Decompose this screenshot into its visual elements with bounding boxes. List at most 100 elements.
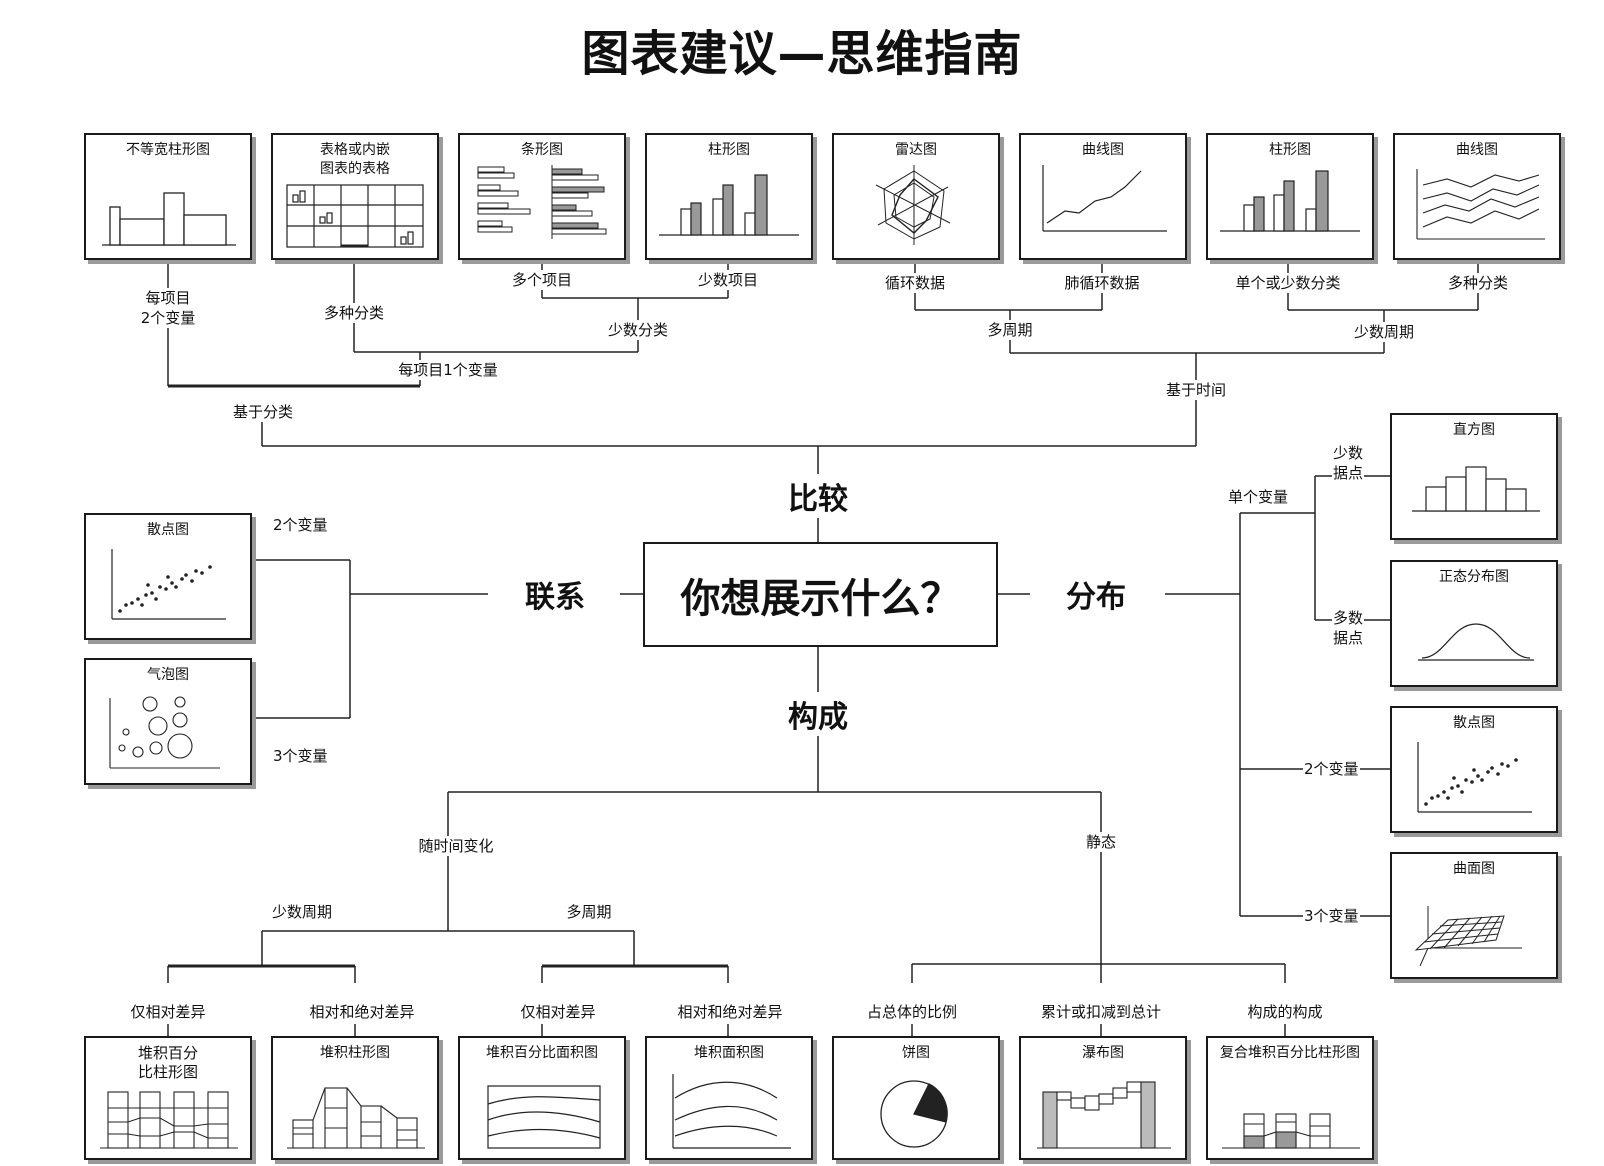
column-chart: 柱形图	[645, 133, 813, 260]
scatter-chart-icon	[1417, 742, 1532, 813]
scatter-dot	[1424, 802, 1428, 806]
label-multi-category: 多种分类	[1446, 273, 1510, 293]
stacked-percent-column-chart: 堆积百分 比柱形图	[84, 1036, 252, 1160]
surface-chart-icon	[1414, 906, 1522, 967]
scatter-dot	[166, 575, 170, 579]
scatter-dot	[1500, 762, 1504, 766]
line-chart: 曲线图	[1019, 133, 1187, 260]
multi-line-chart-icon	[1416, 169, 1545, 240]
chart-title: 堆积百分 比柱形图	[137, 1044, 198, 1081]
chart-title: 直方图	[1453, 422, 1495, 438]
scatter-dot	[200, 571, 204, 575]
label-components: 构成的构成	[1246, 1002, 1324, 1022]
label-many-items: 多个项目	[510, 270, 574, 290]
category-relationship: 联系	[519, 572, 591, 616]
label-relative-only-1: 仅相对差异	[129, 1002, 207, 1022]
column-chart-icon	[1220, 170, 1360, 232]
scatter-chart-relationship: 散点图	[84, 513, 252, 640]
scatter-dot	[164, 587, 168, 591]
scatter-dot	[1472, 768, 1476, 772]
radar-chart: 雷达图	[832, 133, 1000, 260]
label-relative-only-2: 仅相对差异	[519, 1002, 597, 1022]
label-non-cyclic: 肺循环数据	[1063, 273, 1141, 293]
scatter-dot	[190, 579, 194, 583]
scatter-dot	[208, 565, 212, 569]
scatter-dot	[1486, 770, 1490, 774]
pie-chart-icon	[880, 1080, 948, 1148]
stacked-percent-area-chart: 堆积百分比面积图	[458, 1036, 626, 1160]
label-few-items: 少数项目	[696, 270, 760, 290]
radar-chart-icon	[875, 165, 951, 245]
category-composition: 构成	[782, 692, 854, 736]
chart-title: 条形图	[521, 142, 563, 158]
center-question-box: 你想展示什么？	[643, 542, 998, 647]
label-few-periods-comp: 少数周期	[270, 902, 334, 922]
chart-title: 曲面图	[1453, 861, 1495, 877]
composite-stacked-percent-column-chart: 复合堆积百分比柱形图	[1206, 1036, 1374, 1160]
stacked-column-icon	[287, 1087, 425, 1149]
scatter-dot	[154, 597, 158, 601]
label-single-var: 单个变量	[1227, 487, 1290, 507]
label-by-time: 基于时间	[1164, 380, 1228, 400]
chart-title: 气泡图	[147, 667, 189, 683]
label-single-or-few: 单个或少数分类	[1234, 273, 1342, 293]
table-with-embedded-charts: 表格或内嵌 图表的表格	[271, 133, 439, 260]
scatter-dot	[1514, 758, 1518, 762]
scatter-dot	[1496, 772, 1500, 776]
variable-width-column-chart: 不等宽柱形图	[84, 133, 252, 260]
chart-title: 柱形图	[708, 142, 750, 158]
label-few-categories: 少数分类	[606, 320, 670, 340]
column-chart-icon	[659, 174, 799, 236]
category-distribution: 分布	[1060, 572, 1132, 616]
histogram-icon	[1412, 466, 1540, 512]
scatter-dot	[1430, 796, 1434, 800]
surface-chart: 曲面图	[1390, 852, 1558, 979]
scatter-dot	[1442, 790, 1446, 794]
label-share-of-total: 占总体的比例	[865, 1002, 959, 1022]
label-cyclic: 循环数据	[883, 273, 947, 293]
label-many-periods: 多周期	[986, 320, 1034, 340]
scatter-dot	[194, 569, 198, 573]
chart-title: 瀑布图	[1082, 1045, 1124, 1061]
chart-title: 散点图	[147, 522, 189, 538]
pie-chart: 饼图	[832, 1036, 1000, 1160]
label-many-points: 多数 据点	[1332, 608, 1365, 648]
line-chart-icon	[1042, 165, 1167, 232]
scatter-dot	[146, 583, 150, 587]
scatter-dot	[174, 585, 178, 589]
chart-title: 饼图	[902, 1045, 930, 1061]
stacked-percent-column-icon	[100, 1091, 238, 1149]
chart-title: 雷达图	[895, 142, 937, 158]
scatter-chart-icon	[111, 549, 226, 620]
chart-title: 复合堆积百分比柱形图	[1220, 1045, 1360, 1061]
label-many-periods-comp: 多周期	[565, 902, 613, 922]
column-chart-few-categories: 柱形图	[1206, 133, 1374, 260]
scatter-dot	[180, 577, 184, 581]
scatter-dot	[136, 597, 140, 601]
label-over-time: 随时间变化	[417, 836, 495, 856]
scatter-dot	[1476, 774, 1480, 778]
scatter-dot	[1452, 776, 1456, 780]
scatter-dot	[1480, 778, 1484, 782]
label-accumulate: 累计或扣减到总计	[1039, 1002, 1163, 1022]
scatter-dot	[124, 603, 128, 607]
center-question: 你想展示什么？	[680, 575, 961, 622]
label-three-vars: 3个变量	[272, 746, 329, 766]
stacked-area-chart: 堆积面积图	[645, 1036, 813, 1160]
waterfall-chart-icon	[1037, 1081, 1171, 1149]
scatter-dot	[140, 603, 144, 607]
label-few-periods: 少数周期	[1352, 322, 1416, 342]
stacked-area-icon	[672, 1074, 791, 1149]
table-grid-icon	[286, 184, 424, 248]
chart-title: 曲线图	[1082, 142, 1124, 158]
page-title: 图表建议—思维指南	[581, 26, 1023, 82]
scatter-dot	[144, 593, 148, 597]
chart-title: 柱形图	[1269, 142, 1311, 158]
label-rel-abs-2: 相对和绝对差异	[676, 1002, 784, 1022]
scatter-dot	[1460, 790, 1464, 794]
normal-distribution-chart: 正态分布图	[1390, 560, 1558, 687]
scatter-dot	[1436, 794, 1440, 798]
chart-title: 堆积百分比面积图	[486, 1045, 598, 1061]
category-comparison: 比较	[782, 474, 854, 518]
scatter-dot	[1450, 786, 1454, 790]
